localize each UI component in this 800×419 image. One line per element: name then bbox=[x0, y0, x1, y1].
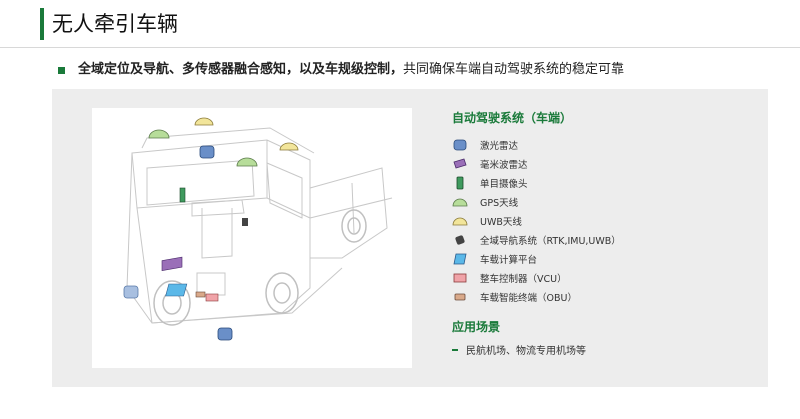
navigation-system-icon bbox=[452, 233, 468, 247]
vcu-icon bbox=[452, 271, 468, 285]
legend-item-computing-platform: 车载计算平台 bbox=[452, 249, 621, 268]
legend-label: 毫米波雷达 bbox=[480, 159, 528, 171]
obu-marker bbox=[195, 291, 206, 298]
legend-label: 整车控制器（VCU） bbox=[480, 273, 567, 285]
legend-label: 全域导航系统（RTK,IMU,UWB） bbox=[480, 235, 621, 247]
application-label: 民航机场、物流专用机场等 bbox=[466, 346, 586, 357]
title-accent-bar bbox=[40, 8, 44, 40]
legend-item-camera: 单目摄像头 bbox=[452, 173, 621, 192]
vehicle-figure bbox=[92, 108, 412, 368]
dash-bullet bbox=[452, 348, 458, 351]
subtitle: 全域定位及导航、多传感器融合感知，以及车规级控制，共同确保车端自动驾驶系统的稳定… bbox=[78, 61, 624, 79]
camera-marker bbox=[179, 187, 186, 203]
tow-tractor-illustration bbox=[123, 117, 393, 341]
legend-item-vcu: 整车控制器（VCU） bbox=[452, 268, 621, 287]
computing-platform-marker bbox=[165, 283, 188, 297]
legend-label: 单目摄像头 bbox=[480, 178, 528, 190]
legend-item-obu: 车载智能终端（OBU） bbox=[452, 287, 621, 306]
lidar-marker bbox=[123, 145, 233, 341]
title-bar: 无人牵引车辆 bbox=[0, 0, 800, 48]
legend-item-gps-antenna: GPS天线 bbox=[452, 192, 621, 211]
application-title: 应用场景 bbox=[452, 320, 501, 334]
legend-label: 车载计算平台 bbox=[480, 254, 538, 266]
legend-item-navigation-system: 全域导航系统（RTK,IMU,UWB） bbox=[452, 230, 621, 249]
gps-antenna-icon bbox=[452, 195, 468, 209]
mmwave-radar-marker bbox=[161, 256, 183, 272]
legend-label: 车载智能终端（OBU） bbox=[480, 292, 577, 304]
legend: 自动驾驶系统（车端） 激光雷达 毫米波雷达 单目摄像头 GPS天线 UWB天线 bbox=[452, 109, 621, 306]
obu-icon bbox=[452, 290, 468, 304]
legend-label: UWB天线 bbox=[480, 216, 522, 228]
uwb-antenna-marker bbox=[194, 117, 299, 151]
uwb-antenna-icon bbox=[452, 214, 468, 228]
lidar-icon bbox=[452, 138, 468, 152]
legend-item-uwb-antenna: UWB天线 bbox=[452, 211, 621, 230]
subtitle-bold: 全域定位及导航、多传感器融合感知，以及车规级控制， bbox=[78, 62, 404, 77]
mmwave-radar-icon bbox=[452, 157, 468, 171]
legend-label: 激光雷达 bbox=[480, 140, 519, 152]
computing-platform-icon bbox=[452, 252, 468, 266]
legend-label: GPS天线 bbox=[480, 197, 519, 209]
camera-icon bbox=[452, 176, 468, 190]
legend-item-lidar: 激光雷达 bbox=[452, 135, 621, 154]
application-item: 民航机场、物流专用机场等 bbox=[452, 342, 586, 357]
navigation-system-marker bbox=[242, 218, 248, 226]
legend-title: 自动驾驶系统（车端） bbox=[452, 111, 573, 125]
title-divider bbox=[0, 47, 800, 48]
vcu-marker bbox=[205, 293, 219, 302]
subtitle-rest: 共同确保车端自动驾驶系统的稳定可靠 bbox=[403, 62, 625, 77]
legend-item-mmwave-radar: 毫米波雷达 bbox=[452, 154, 621, 173]
page-title: 无人牵引车辆 bbox=[52, 12, 178, 36]
gps-antenna-marker bbox=[148, 129, 258, 167]
subtitle-bullet bbox=[58, 67, 65, 74]
